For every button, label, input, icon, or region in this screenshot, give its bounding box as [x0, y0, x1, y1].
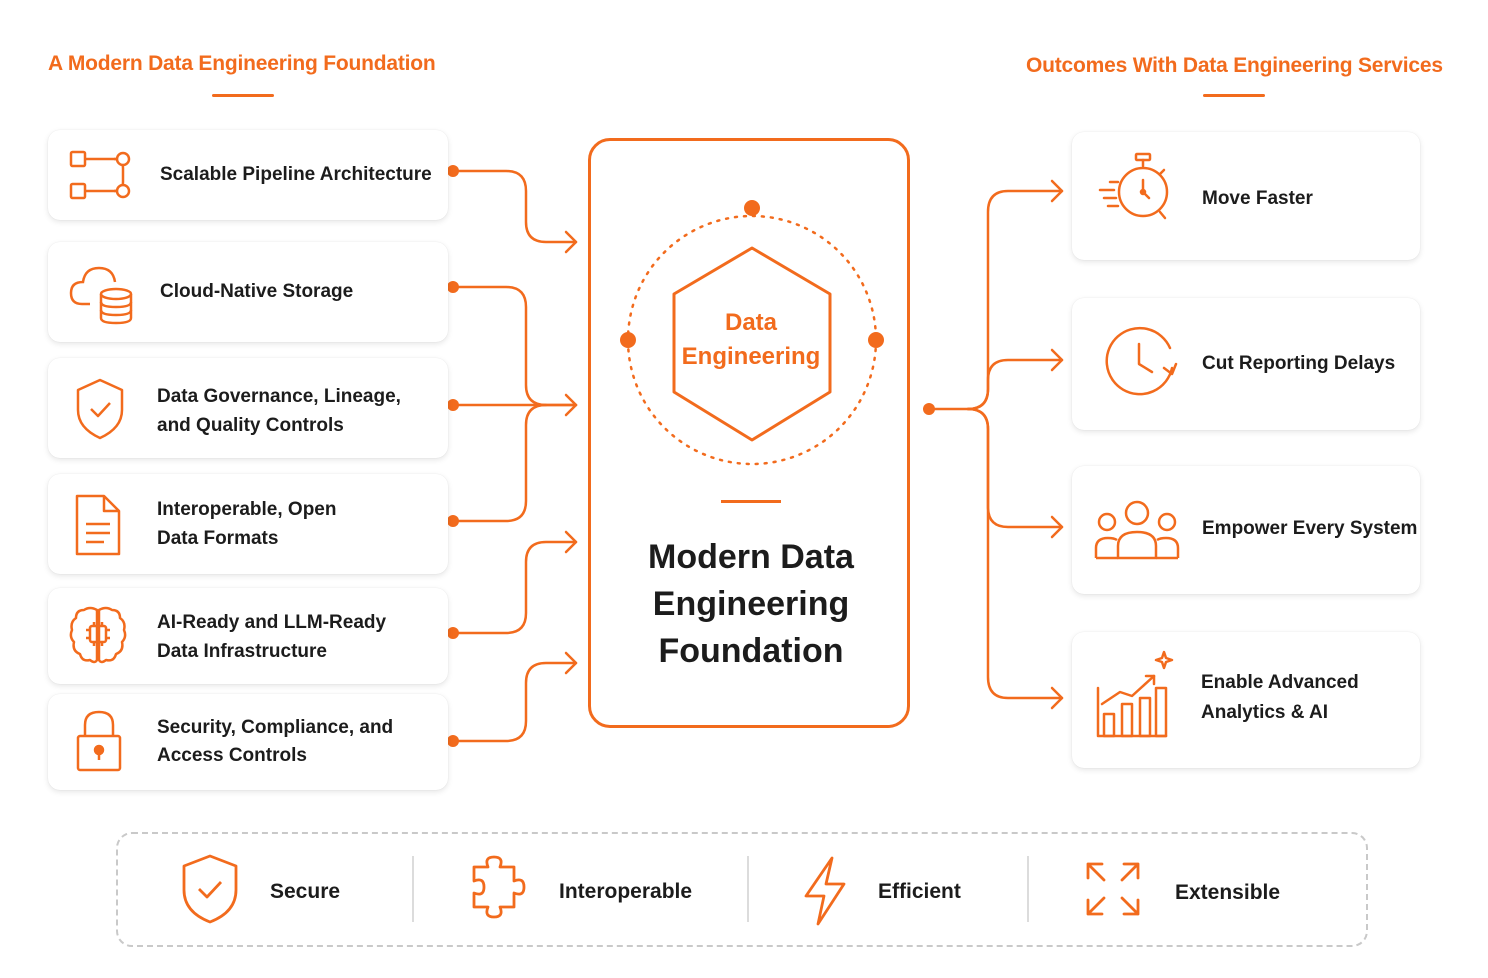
input-label-line2: Data Infrastructure — [157, 641, 327, 662]
input-card-ai-ready: AI-Ready and LLM-Ready Data Infrastructu… — [48, 588, 448, 684]
outcome-connector-dot — [923, 403, 935, 415]
attributes-bar — [116, 832, 1368, 947]
hexagon-label: Data Engineering — [660, 306, 842, 374]
attribute-label: Extensible — [1175, 881, 1281, 904]
puzzle-icon — [472, 855, 526, 919]
input-card-governance: Data Governance, Lineage, and Quality Co… — [48, 358, 448, 458]
lock-icon — [76, 710, 122, 772]
input-card-pipeline: Scalable Pipeline Architecture — [48, 130, 448, 220]
input-label-line1: Data Governance, Lineage, — [157, 386, 401, 407]
right-heading-underline — [1203, 94, 1265, 97]
outcome-label-line1: Cut Reporting Delays — [1202, 353, 1396, 374]
outcome-card-empower: Empower Every System — [1072, 466, 1420, 594]
left-heading: A Modern Data Engineering Foundation — [48, 52, 436, 75]
hexagon-icon — [672, 246, 832, 442]
input-card-formats: Interoperable, Open Data Formats — [48, 474, 448, 574]
input-label-line2: Access Controls — [157, 745, 307, 766]
center-title-line2: Engineering — [652, 585, 850, 623]
outcome-label-line1: Empower Every System — [1202, 518, 1418, 539]
center-title: Modern Data Engineering Foundation — [600, 534, 902, 675]
shield-check-icon — [182, 854, 238, 924]
document-icon — [75, 494, 121, 556]
attribute-label: Efficient — [878, 880, 961, 903]
center-title-line3: Foundation — [658, 632, 844, 670]
left-heading-underline — [212, 94, 274, 97]
input-label-line2: Data Formats — [157, 528, 279, 549]
brain-chip-icon — [69, 606, 127, 664]
input-label-line1: Cloud-Native Storage — [160, 281, 354, 302]
users-icon — [1094, 500, 1180, 560]
orbit-dot-left — [620, 332, 636, 348]
cloud-storage-icon — [69, 266, 133, 325]
hexagon-label-line1: Data — [724, 309, 778, 336]
hexagon-label-line2: Engineering — [681, 343, 821, 370]
attribute-label: Secure — [270, 880, 341, 903]
input-label-line1: Security, Compliance, and — [157, 717, 394, 738]
orbit-dot-top — [744, 200, 760, 216]
outcome-label-line2: Analytics & AI — [1201, 702, 1329, 723]
input-connector-dots — [447, 165, 459, 747]
input-connectors — [451, 169, 578, 743]
input-label-line1: AI-Ready and LLM-Ready — [157, 612, 387, 633]
outcome-connectors — [927, 179, 1064, 710]
input-label-line2: and Quality Controls — [157, 415, 344, 436]
separator — [1027, 856, 1029, 922]
outcome-label-line1: Move Faster — [1202, 188, 1313, 209]
input-label-line1: Interoperable, Open — [157, 499, 337, 520]
stopwatch-icon — [1098, 152, 1169, 220]
center-divider — [721, 500, 781, 503]
center-foundation-card — [588, 138, 910, 728]
outcome-card-move-faster: Move Faster — [1072, 132, 1420, 260]
pipeline-icon — [69, 150, 131, 200]
growth-chart-icon — [1096, 650, 1174, 738]
outcome-label-line1: Enable Advanced — [1201, 672, 1359, 693]
input-label-line1: Scalable Pipeline Architecture — [160, 164, 432, 185]
clock-icon — [1105, 326, 1178, 396]
right-heading: Outcomes With Data Engineering Services — [1026, 54, 1443, 77]
expand-icon — [1086, 862, 1140, 916]
center-title-line1: Modern Data — [648, 538, 854, 576]
input-card-security: Security, Compliance, and Access Control… — [48, 694, 448, 790]
input-card-storage: Cloud-Native Storage — [48, 242, 448, 342]
outcome-card-analytics: Enable Advanced Analytics & AI — [1072, 632, 1420, 768]
outcome-card-reporting: Cut Reporting Delays — [1072, 298, 1420, 430]
lightning-icon — [804, 856, 846, 926]
shield-check-icon — [76, 378, 124, 440]
attribute-label: Interoperable — [559, 880, 693, 903]
separator — [412, 856, 414, 922]
orbit-dot-right — [868, 332, 884, 348]
separator — [747, 856, 749, 922]
